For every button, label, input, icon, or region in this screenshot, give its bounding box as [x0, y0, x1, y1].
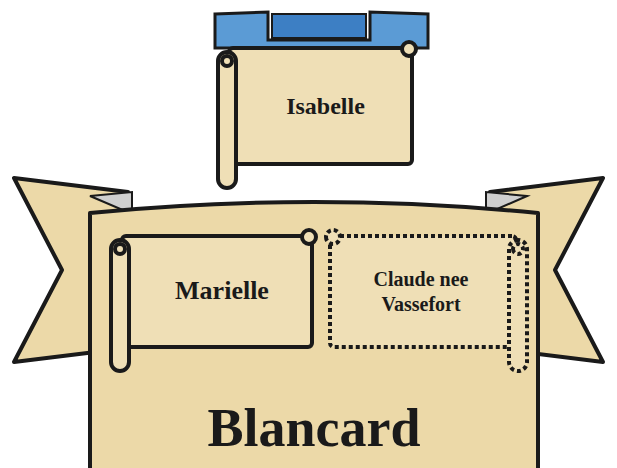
scroll-body	[122, 236, 312, 347]
name-scroll: Isabelle	[215, 40, 420, 192]
person-name: Claude nee Vassefort	[346, 267, 496, 317]
banner-outline	[90, 202, 538, 468]
scroll-roll	[218, 52, 236, 188]
scroll-outline	[326, 230, 527, 371]
scroll-outline	[218, 42, 416, 188]
scroll-body	[330, 236, 516, 347]
family-name: Blancard	[207, 395, 420, 463]
scroll-curl	[222, 56, 232, 66]
person-name: Marielle	[175, 275, 269, 308]
scroll-curl	[302, 230, 316, 244]
ribbon-fold	[272, 14, 366, 38]
name-scroll: Claude nee Vassefort	[322, 228, 530, 375]
scroll-curl	[402, 42, 416, 56]
scroll-outline	[111, 230, 316, 371]
name-banner: Blancard Marielle Claude nee Vassefort	[88, 195, 540, 468]
name-scroll: Marielle	[108, 228, 320, 375]
scroll-curl	[326, 230, 340, 244]
scroll-curl	[115, 244, 125, 254]
scroll-roll	[111, 240, 129, 371]
scroll-roll	[509, 240, 527, 371]
scroll-body	[229, 48, 412, 164]
scroll-curl	[513, 244, 523, 254]
blue-ribbon	[215, 12, 428, 48]
person-name: Isabelle	[286, 91, 365, 121]
